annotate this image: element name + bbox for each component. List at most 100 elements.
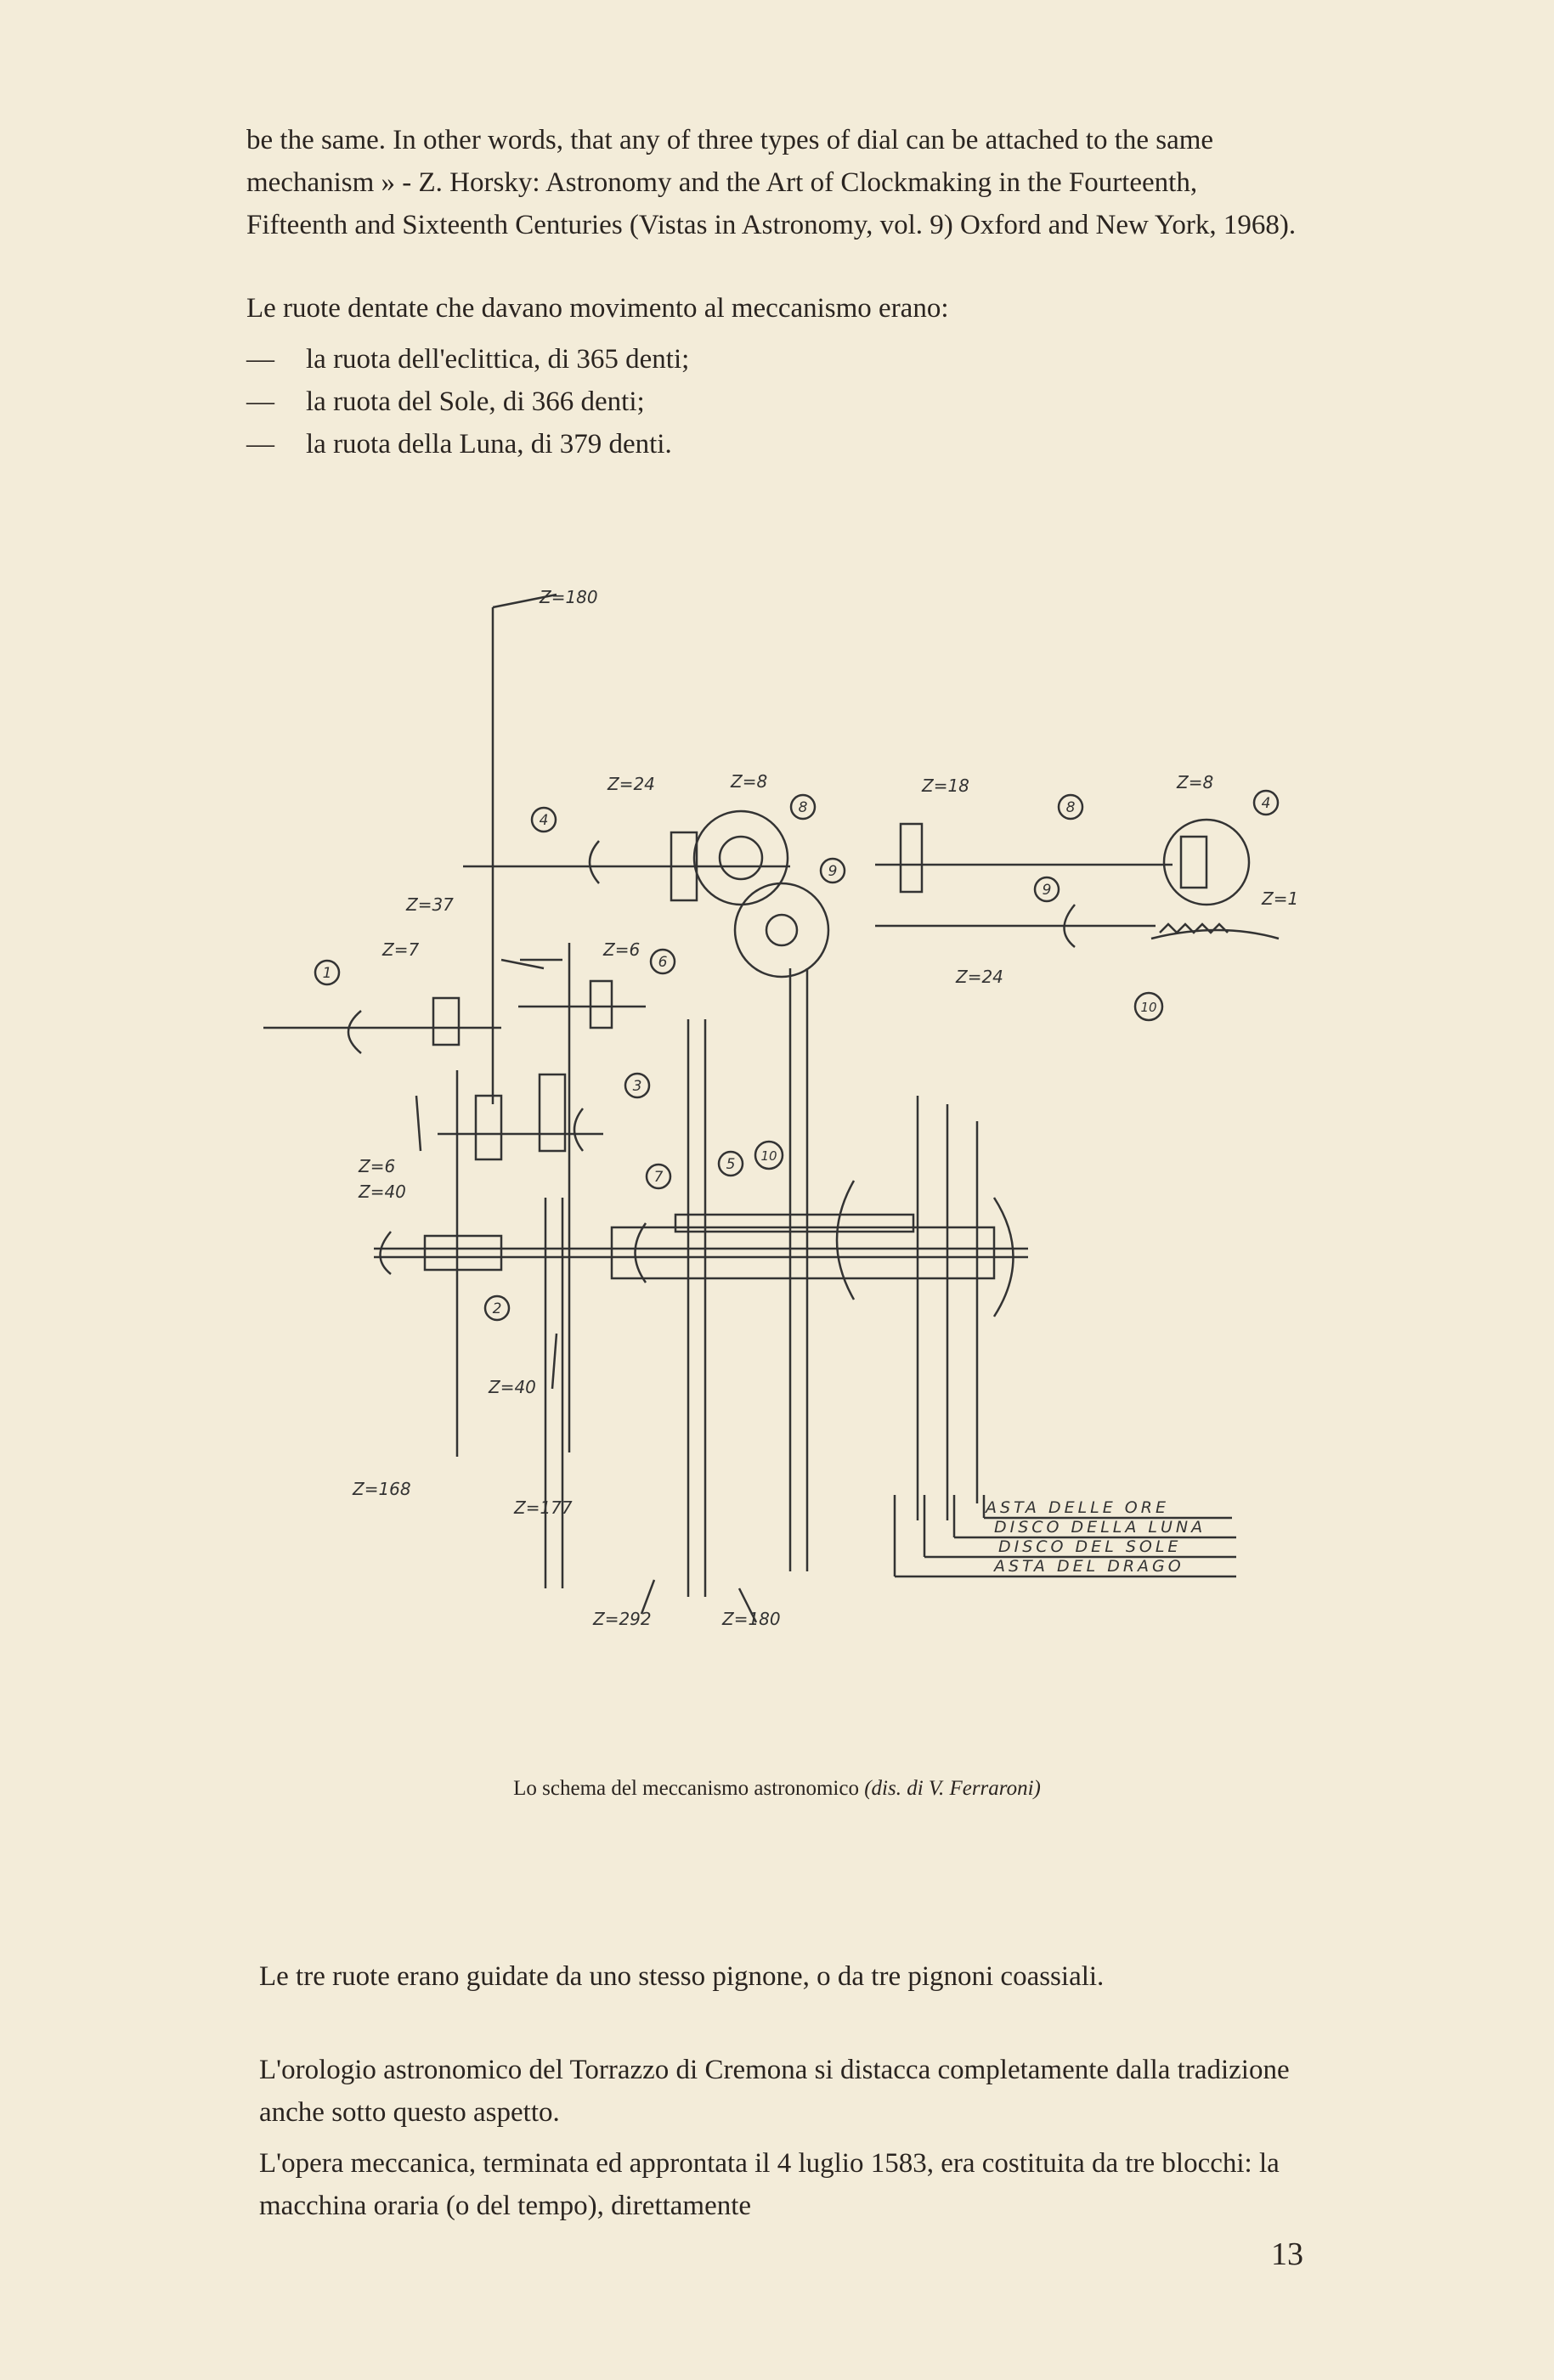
page-number: 13 xyxy=(1271,2236,1303,2272)
list-dash: — xyxy=(246,429,274,460)
motion-arrow xyxy=(347,1010,362,1054)
callout-ring xyxy=(1057,793,1084,821)
circled-number: 10 xyxy=(1140,1000,1156,1015)
circled-number: 4 xyxy=(540,812,549,829)
list-dash: — xyxy=(246,344,274,375)
paragraph-text: Le tre ruote erano guidate da uno stesso… xyxy=(259,1961,1105,1992)
callout-ring xyxy=(789,793,817,821)
intro-paragraph: be the same. In other words, that any of… xyxy=(246,119,1300,246)
gear-label: Z=40 xyxy=(488,1377,536,1397)
circled-number: 7 xyxy=(654,1169,664,1186)
callout-ring xyxy=(645,1163,672,1190)
paragraph-text: L'orologio astronomico del Torrazzo di C… xyxy=(259,2055,1290,2128)
legend-label-sun: DISCO DEL SOLE xyxy=(998,1537,1181,1556)
circled-number: 8 xyxy=(799,799,808,816)
gear-label: Z=7 xyxy=(381,939,419,960)
gear-circle xyxy=(765,913,799,947)
gear-circle xyxy=(718,835,764,881)
gear-label: Z=6 xyxy=(602,939,640,960)
circled-number: 10 xyxy=(760,1148,777,1164)
motion-arrow xyxy=(379,1231,392,1275)
leader-line xyxy=(551,1333,558,1390)
gear-block xyxy=(1179,835,1208,889)
circled-number: 6 xyxy=(658,954,668,971)
gear-label: Z=6 xyxy=(358,1156,395,1176)
gear-label: Z=24 xyxy=(955,967,1003,987)
shaft-line xyxy=(492,593,557,609)
gear-circle xyxy=(733,882,830,979)
leader-line xyxy=(500,958,545,970)
gear-block xyxy=(432,996,461,1046)
gear-label: Z=37 xyxy=(405,894,454,915)
caption-credit: (dis. di V. Ferraroni) xyxy=(864,1777,1041,1800)
motion-arrow xyxy=(1063,904,1076,948)
rack-teeth xyxy=(1150,922,1280,940)
gear-block xyxy=(538,1073,567,1153)
wheel-list: — la ruota dell'eclittica, di 365 denti;… xyxy=(246,338,1300,465)
callout-ring xyxy=(1252,789,1280,816)
callout-ring xyxy=(717,1150,744,1177)
callout-ring xyxy=(530,806,557,833)
gear-label: Z=40 xyxy=(358,1182,406,1202)
legend-label-hours: ASTA DELLE ORE xyxy=(984,1498,1169,1517)
gear-block xyxy=(899,822,924,894)
callout-ring xyxy=(819,857,846,884)
motion-arrow xyxy=(588,840,600,884)
circled-number: 1 xyxy=(323,965,332,982)
gear-block xyxy=(423,1234,503,1272)
gear-label: Z=24 xyxy=(607,774,655,794)
motion-arrow xyxy=(634,1222,647,1283)
gear-label: Z=8 xyxy=(730,771,767,792)
gear-circle xyxy=(1162,818,1251,906)
circled-number: 5 xyxy=(726,1156,736,1173)
callout-ring xyxy=(314,959,341,986)
callout-ring xyxy=(624,1072,651,1099)
motion-arrow xyxy=(992,1197,1014,1317)
gear-circle xyxy=(692,809,789,906)
list-item-text: la ruota dell'eclittica, di 365 denti; xyxy=(306,344,690,375)
callout-ring xyxy=(1133,991,1164,1022)
lead-sentence-block: Le ruote dentate che davano movimento al… xyxy=(246,287,1300,330)
gear-block xyxy=(610,1226,996,1280)
gear-label: Z=292 xyxy=(592,1609,652,1629)
leader-line xyxy=(640,1579,656,1615)
gear-label: Z=180 xyxy=(721,1609,781,1629)
gear-label: Z=180 xyxy=(539,587,598,607)
circled-number: 9 xyxy=(828,863,838,880)
mechanism-diagram: Z=180 Z=24 Z=8 Z=18 Z=8 Z=1 Z=37 Z=7 Z=6… xyxy=(263,587,1298,1629)
body-paragraph: Le tre ruote erano guidate da uno stesso… xyxy=(259,1955,1304,1998)
motion-arrow xyxy=(835,1180,856,1300)
list-item-text: la ruota della Luna, di 379 denti. xyxy=(306,429,672,460)
gear-block xyxy=(474,1094,503,1161)
gear-label: Z=177 xyxy=(513,1497,573,1518)
circled-number: 4 xyxy=(1262,795,1271,812)
callout-ring xyxy=(649,948,676,975)
list-dash: — xyxy=(246,386,274,417)
gear-block xyxy=(670,831,698,902)
gear-block xyxy=(674,1213,915,1233)
list-item: — la ruota dell'eclittica, di 365 denti; xyxy=(246,338,1300,381)
callout-ring xyxy=(1033,876,1060,903)
circled-number: 9 xyxy=(1043,882,1052,899)
gear-label: Z=1 xyxy=(1261,888,1298,909)
motion-arrow xyxy=(573,1108,584,1152)
paragraph-text: L'opera meccanica, terminata ed appronta… xyxy=(259,2148,1280,2221)
leader-line xyxy=(737,1588,758,1623)
intro-text: be the same. In other words, that any of… xyxy=(246,125,1297,240)
circled-number: 8 xyxy=(1066,799,1076,816)
leader-line xyxy=(415,1095,422,1152)
callout-ring xyxy=(754,1140,784,1170)
circled-number: 2 xyxy=(493,1300,502,1317)
gear-block xyxy=(589,979,613,1029)
caption-main: Lo schema del meccanismo astronomico xyxy=(513,1777,859,1800)
gear-label: Z=8 xyxy=(1176,772,1213,792)
body-paragraph: L'opera meccanica, terminata ed appronta… xyxy=(259,2142,1304,2227)
lead-sentence: Le ruote dentate che davano movimento al… xyxy=(246,293,949,324)
figure-caption: Lo schema del meccanismo astronomico (di… xyxy=(0,1777,1554,1801)
list-item-text: la ruota del Sole, di 366 denti; xyxy=(306,386,645,417)
list-item: — la ruota del Sole, di 366 denti; xyxy=(246,381,1300,423)
legend-label-dragon: ASTA DEL DRAGO xyxy=(992,1557,1184,1576)
body-paragraph: L'orologio astronomico del Torrazzo di C… xyxy=(259,2049,1304,2134)
list-item: — la ruota della Luna, di 379 denti. xyxy=(246,423,1300,465)
circled-number: 3 xyxy=(633,1078,642,1095)
